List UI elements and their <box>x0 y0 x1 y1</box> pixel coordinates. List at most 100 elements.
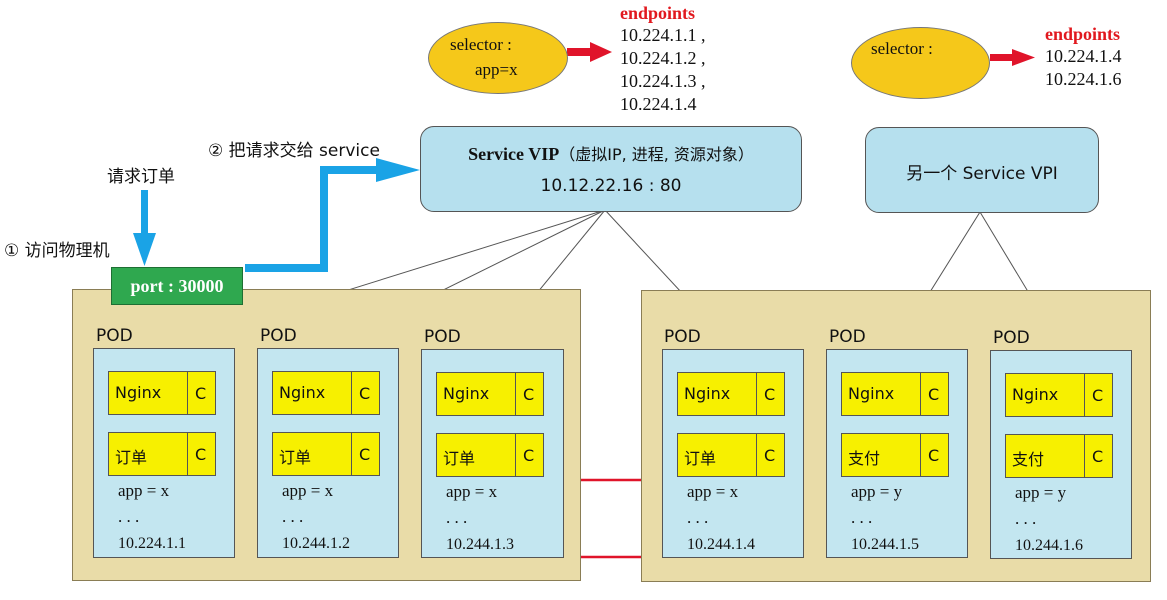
container-app[interactable]: 支付 C <box>841 433 949 477</box>
container-divider: C <box>920 373 949 415</box>
endpoints-right-ip-2: 10.224.1.6 <box>1045 69 1122 89</box>
container-nginx-label: Nginx <box>848 384 895 403</box>
service-vip-address: 10.12.22.16 : 80 <box>540 176 682 196</box>
selector-right: selector : <box>851 27 990 99</box>
container-c-tag: C <box>359 384 371 403</box>
pod-box[interactable]: Nginx C 支付 C app = y . . . 10.244.1.5 <box>826 349 968 558</box>
container-nginx-label: Nginx <box>115 383 162 402</box>
endpoints-left-ip-4: 10.224.1.4 <box>620 94 697 114</box>
pod-box[interactable]: Nginx C 订单 C app = x . . . 10.244.1.2 <box>257 348 399 558</box>
container-nginx[interactable]: Nginx C <box>272 371 380 415</box>
container-nginx-label: Nginx <box>443 384 490 403</box>
container-nginx[interactable]: Nginx C <box>841 372 949 416</box>
selector-right-line1: selector : <box>871 39 933 58</box>
request-order-label: 请求订单 <box>107 167 175 187</box>
service-vip-subtitle: （虚拟IP, 进程, 资源对象） <box>559 145 754 164</box>
selector-right-arrow <box>990 49 1035 66</box>
pod-ip: 10.244.1.6 <box>1015 537 1083 554</box>
endpoints-right-ip-1: 10.224.1.4 <box>1045 46 1122 66</box>
container-app-label: 订单 <box>279 448 312 467</box>
pod-ellipsis: . . . <box>118 507 140 526</box>
pod-label: POD <box>993 328 1030 348</box>
container-c-tag: C <box>523 385 535 404</box>
service-vip-box[interactable]: Service VIP（虚拟IP, 进程, 资源对象） 10.12.22.16 … <box>420 126 802 212</box>
container-divider: C <box>351 372 380 414</box>
container-divider: C <box>187 372 216 414</box>
container-divider: C <box>756 373 785 415</box>
endpoints-left-ip-3: 10.224.1.3 , <box>620 71 706 91</box>
container-app[interactable]: 订单 C <box>677 433 785 477</box>
endpoints-right-title: endpoints <box>1045 24 1121 44</box>
service-vip-heading: Service VIP（虚拟IP, 进程, 资源对象） <box>421 141 801 165</box>
service-vip-title: Service VIP <box>468 144 560 164</box>
container-nginx[interactable]: Nginx C <box>108 371 216 415</box>
container-app[interactable]: 订单 C <box>436 433 544 477</box>
container-nginx[interactable]: Nginx C <box>436 372 544 416</box>
service-vpi-label: 另一个 Service VPI <box>906 164 1058 184</box>
pod-ellipsis: . . . <box>446 508 468 527</box>
container-c-tag: C <box>928 385 940 404</box>
container-c-tag: C <box>764 446 776 465</box>
container-divider: C <box>1084 435 1113 477</box>
pod-box[interactable]: Nginx C 支付 C app = y . . . 10.244.1.6 <box>990 350 1132 559</box>
container-c-tag: C <box>195 384 207 403</box>
endpoints-left: endpoints 10.224.1.1 , 10.224.1.2 , 10.2… <box>620 3 706 116</box>
container-c-tag: C <box>1092 386 1104 405</box>
container-c-tag: C <box>1092 447 1104 466</box>
container-nginx[interactable]: Nginx C <box>677 372 785 416</box>
pod-app-label: app = x <box>687 482 739 501</box>
pod-ellipsis: . . . <box>1015 509 1037 528</box>
endpoints-left-ip-1: 10.224.1.1 , <box>620 25 706 45</box>
container-nginx-label: Nginx <box>684 384 731 403</box>
pod-ip: 10.244.1.4 <box>687 536 755 553</box>
pod-box[interactable]: Nginx C 订单 C app = x . . . 10.224.1.1 <box>93 348 235 558</box>
selector-left-arrow <box>567 42 612 62</box>
endpoints-left-ip-2: 10.224.1.2 , <box>620 48 706 68</box>
container-app-label: 订单 <box>443 449 476 468</box>
pod-ip: 10.224.1.1 <box>118 535 186 552</box>
pod-app-label: app = x <box>446 482 498 501</box>
selector-left-line1: selector : <box>450 35 512 54</box>
pod-ip: 10.244.1.5 <box>851 536 919 553</box>
pod-ellipsis: . . . <box>282 507 304 526</box>
container-c-tag: C <box>928 446 940 465</box>
container-app[interactable]: 支付 C <box>1005 434 1113 478</box>
pod-app-label: app = x <box>282 481 334 500</box>
container-app-label: 支付 <box>1012 450 1045 469</box>
container-c-tag: C <box>523 446 535 465</box>
container-divider: C <box>515 434 544 476</box>
pod-app-label: app = x <box>118 481 170 500</box>
pod-label: POD <box>829 327 866 347</box>
selector-left: selector : app=x <box>428 22 568 94</box>
pod-label: POD <box>664 327 701 347</box>
step2-label: ② 把请求交给 service <box>208 141 380 161</box>
container-app-label: 支付 <box>848 449 881 468</box>
container-c-tag: C <box>195 445 207 464</box>
container-app-label: 订单 <box>684 449 717 468</box>
container-app[interactable]: 订单 C <box>108 432 216 476</box>
container-nginx-label: Nginx <box>279 383 326 402</box>
endpoints-right: endpoints 10.224.1.4 10.224.1.6 <box>1045 24 1122 91</box>
container-divider: C <box>920 434 949 476</box>
container-divider: C <box>351 433 380 475</box>
node-port[interactable]: port : 30000 <box>111 267 243 305</box>
step1-label: ① 访问物理机 <box>4 241 110 261</box>
container-app[interactable]: 订单 C <box>272 432 380 476</box>
pod-box[interactable]: Nginx C 订单 C app = x . . . 10.244.1.4 <box>662 349 804 558</box>
pod-ellipsis: . . . <box>851 508 873 527</box>
forward-arrow <box>245 158 420 272</box>
container-nginx-label: Nginx <box>1012 385 1059 404</box>
pod-app-label: app = y <box>1015 483 1067 502</box>
container-c-tag: C <box>764 385 776 404</box>
pod-label: POD <box>96 326 133 346</box>
pod-label: POD <box>424 327 461 347</box>
pod-label: POD <box>260 326 297 346</box>
service-vpi-box[interactable]: 另一个 Service VPI <box>865 127 1099 213</box>
selector-left-line2: app=x <box>475 60 518 79</box>
container-divider: C <box>187 433 216 475</box>
container-nginx[interactable]: Nginx C <box>1005 373 1113 417</box>
container-divider: C <box>756 434 785 476</box>
pod-box[interactable]: Nginx C 订单 C app = x . . . 10.244.1.3 <box>421 349 564 558</box>
request-arrow <box>133 190 156 266</box>
container-divider: C <box>515 373 544 415</box>
